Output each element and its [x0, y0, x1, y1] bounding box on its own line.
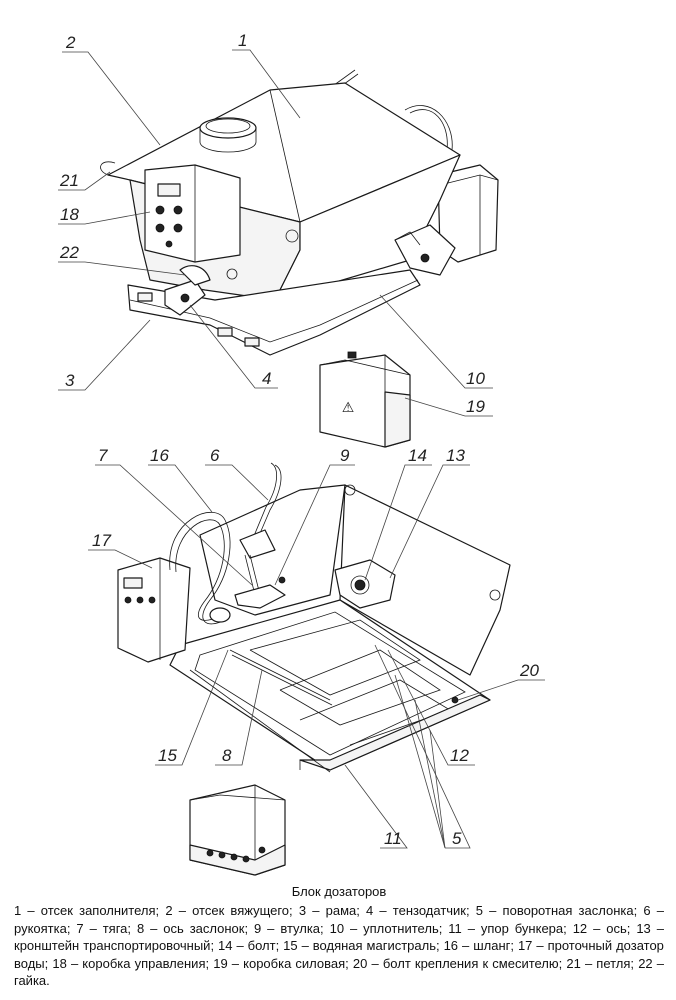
- callout-4: 4: [262, 369, 271, 388]
- callout-8: 8: [222, 746, 232, 765]
- hose: [169, 511, 231, 625]
- control-knob: [155, 205, 165, 215]
- callout-6: 6: [210, 446, 220, 465]
- legend-item-5: 5 – поворотная заслонка;: [475, 903, 638, 918]
- legend-item-12: 12 – ось;: [572, 920, 631, 936]
- bottom-box: [189, 784, 286, 876]
- callout-18: 18: [60, 205, 79, 224]
- callout-1: 1: [238, 31, 247, 50]
- legend-item-16: 16 – шланг;: [443, 938, 514, 953]
- callout-14: 14: [408, 446, 427, 465]
- legend-item-2: 2 – отсек вяжущего;: [165, 903, 293, 918]
- seal-bracket: [394, 224, 456, 276]
- rear-loop: [404, 105, 453, 151]
- legend-item-21: 21 – петля;: [566, 955, 635, 971]
- caption-title: Блок дозаторов: [291, 884, 387, 899]
- legend-item-4: 4 – тензодатчик;: [366, 903, 470, 918]
- frame: [127, 269, 421, 356]
- legend-item-14: 14 – болт;: [218, 938, 280, 953]
- control-display: [157, 183, 181, 197]
- power-box: ⚠: [319, 351, 411, 448]
- legend-item-18: 18 – коробка управления;: [52, 955, 210, 971]
- callout-22: 22: [59, 243, 79, 262]
- sleeve: [234, 584, 286, 609]
- nut: [179, 265, 211, 286]
- legend-item-10: 10 – уплотнитель;: [329, 920, 443, 936]
- legend-item-3: 3 – рама;: [298, 903, 360, 918]
- callout-15: 15: [158, 746, 177, 765]
- legend-item-17: 17 – проточный дозатор воды;: [14, 938, 664, 971]
- legend-item-7: 7 – тяга;: [76, 920, 132, 936]
- legend-item-15: 15 – водяная магистраль;: [283, 938, 440, 953]
- loop: [100, 161, 116, 176]
- callout-21: 21: [59, 171, 79, 190]
- callouts: 1 2 21 18 22 3 4 10 19 7 16 6 9 14 13 17…: [59, 31, 539, 848]
- legend-item-6: 6 – рукоятка;: [14, 903, 664, 936]
- callout-10: 10: [466, 369, 485, 388]
- callout-7: 7: [98, 446, 108, 465]
- legend-item-20: 20 – болт крепления к смесителю;: [352, 955, 563, 971]
- callout-20: 20: [519, 661, 539, 680]
- top-cylinder: [199, 117, 257, 139]
- top-assembly: [100, 69, 499, 356]
- handle: [254, 464, 282, 546]
- legend-item-1: 1 – отсек заполнителя;: [14, 903, 160, 918]
- callout-11: 11: [384, 829, 402, 848]
- legend-item-11: 11 – упор бункера;: [448, 920, 567, 936]
- legend-item-9: 9 – втулка;: [254, 920, 324, 936]
- legend-item-19: 19 – коробка силовая;: [213, 955, 349, 971]
- callout-12: 12: [450, 746, 469, 765]
- callout-16: 16: [150, 446, 169, 465]
- callout-9: 9: [340, 446, 350, 465]
- legend-item-13: 13 – кронштейн транспортировочный;: [14, 920, 664, 954]
- legend-item-22: 22 – гайка.: [14, 955, 664, 989]
- water-dispenser: [117, 557, 191, 663]
- caption-legend: 1 – отсек заполнителя; 2 – отсек вяжущег…: [14, 902, 664, 990]
- callout-17: 17: [92, 531, 111, 550]
- callout-3: 3: [65, 371, 75, 390]
- warning-triangle-icon: ⚠: [342, 399, 355, 415]
- rod: [244, 554, 256, 596]
- callout-5: 5: [452, 829, 462, 848]
- legend-item-8: 8 – ось заслонок;: [136, 920, 249, 936]
- figure-caption: Блок дозаторов 1 – отсек заполнителя; 2 …: [14, 884, 664, 990]
- dispenser-block-drawing: ⚠: [58, 31, 545, 876]
- callout-19: 19: [466, 397, 485, 416]
- leader-lines: [58, 49, 545, 849]
- middle-assembly: [117, 462, 511, 773]
- callout-2: 2: [65, 33, 76, 52]
- callout-13: 13: [446, 446, 465, 465]
